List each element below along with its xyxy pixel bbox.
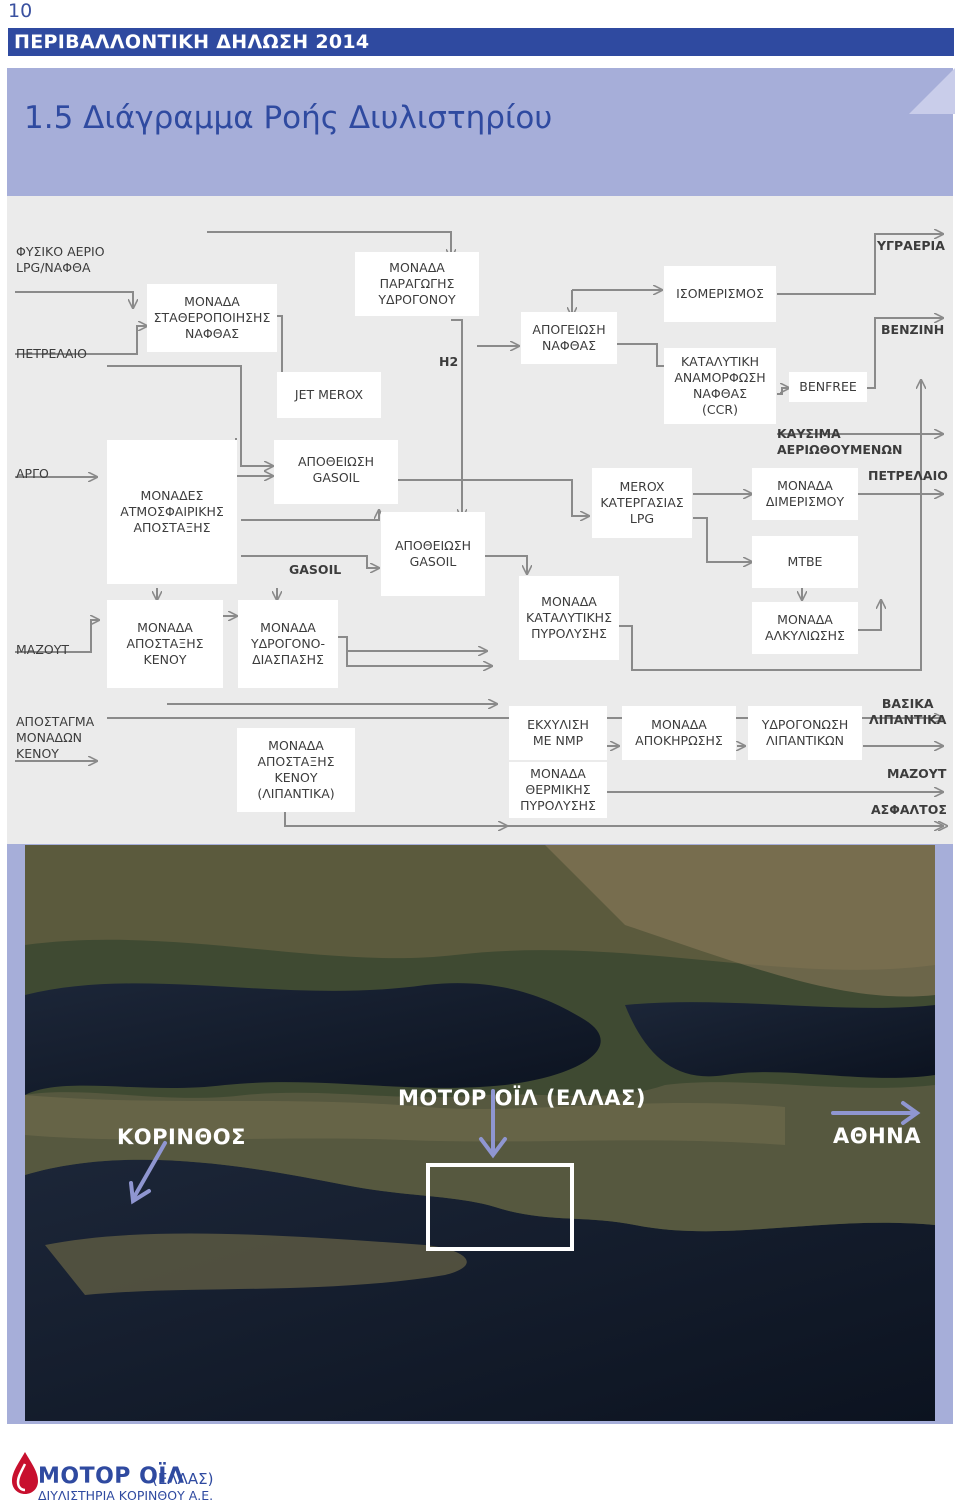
label-athina: ΑΘΗΝΑ: [833, 1124, 922, 1148]
aerial-photo-illustration: [25, 845, 935, 1421]
output-fuel-oil: ΜΑΖΟΥΤ: [887, 766, 947, 781]
unit-mtbe: MTBE: [752, 536, 858, 588]
footer-brand: ΜΟΤΟΡ ΟΪΛ: [38, 1464, 185, 1489]
unit-isomerization: ΙΣΟΜΕΡΙΣΜΟΣ: [664, 266, 776, 322]
input-gas-line1: ΦΥΣΙΚΟ ΑΕΡΙΟ: [16, 244, 105, 259]
footer-brand-suffix: (ΕΛΛΑΣ): [152, 1470, 214, 1488]
title-bar: ΠΕΡΙΒΑΛΛΟΝΤΙΚΗ ΔΗΛΩΣΗ 2014: [8, 28, 954, 56]
label-korinthos: ΚΟΡΙΝΘΟΣ: [117, 1125, 246, 1149]
footer-subtitle: ΔΙΥΛΙΣΤΗΡΙΑ ΚΟΡΙΝΘΟΥ Α.Ε.: [38, 1488, 214, 1503]
input-argo: ΑΡΓΟ: [16, 466, 49, 481]
page-fold-corner: [909, 68, 955, 114]
input-gas-line2: LPG/ΝΑΦΘΑ: [16, 260, 91, 275]
output-gasoline: ΒΕΝΖΙΝΗ: [881, 322, 945, 337]
label-motoroil: ΜΟΤΟΡ ΟΪΛ (ΕΛΛΑΣ): [398, 1086, 647, 1110]
aerial-photo: ΚΟΡΙΝΘΟΣ ΜΟΤΟΡ ΟΪΛ (ΕΛΛΑΣ) ΑΘΗΝΑ: [25, 845, 935, 1421]
input-mazout: ΜΑΖΟΥΤ: [16, 642, 70, 657]
input-vac-line1: ΑΠΟΣΤΑΓΜΑ: [16, 714, 95, 729]
input-vac-line2: ΜΟΝΑΔΩΝ: [16, 730, 82, 745]
output-diesel: ΠΕΤΡΕΛΑΙΟ: [868, 468, 948, 483]
output-asphalt: ΑΣΦΑΛΤΟΣ: [871, 802, 947, 817]
label-h2: H2: [439, 354, 459, 369]
output-jet-fuel: ΚΑΥΣΙΜΑ ΑΕΡΙΩΘΟΥΜΕΝΩΝ: [777, 426, 903, 457]
unit-benfree: BENFREE: [789, 372, 867, 402]
label-gasoil: GASOIL: [289, 562, 342, 577]
unit-jet-merox: JET MEROX: [277, 372, 381, 418]
input-crude: ΠΕΤΡΕΛΑΙΟ: [16, 346, 87, 361]
section-title: 1.5 Διάγραμμα Ροής Διυλιστηρίου: [24, 100, 553, 136]
motoroil-logo-icon: [12, 1452, 38, 1494]
page-number: 10: [8, 0, 33, 22]
input-vac-line3: ΚΕΝΟΥ: [16, 746, 59, 761]
output-lpg: ΥΓΡΑΕΡΙΑ: [877, 238, 945, 253]
page-title: ΠΕΡΙΒΑΛΛΟΝΤΙΚΗ ΔΗΛΩΣΗ 2014: [14, 31, 370, 53]
refinery-highlight-box: [426, 1163, 574, 1251]
